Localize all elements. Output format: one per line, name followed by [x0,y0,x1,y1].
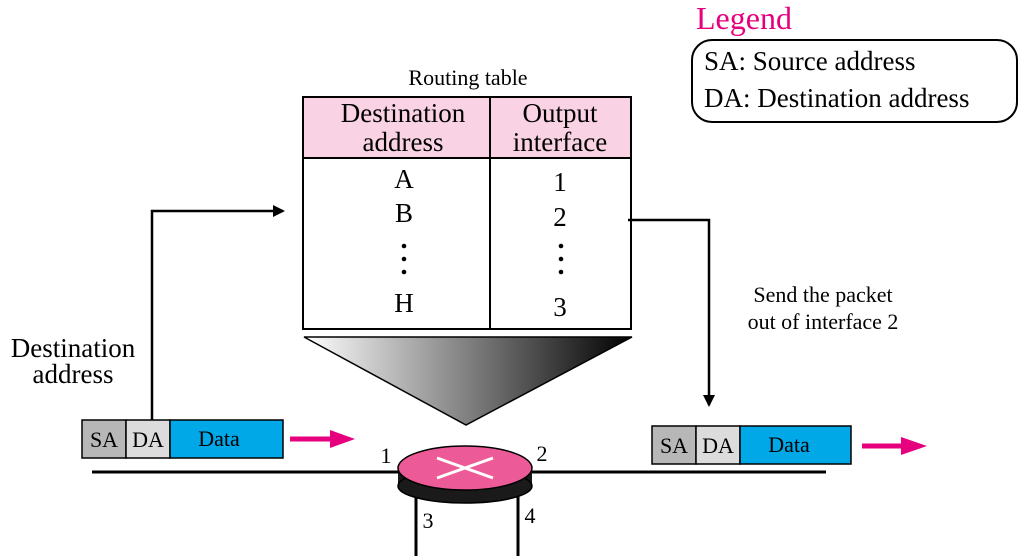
routing-table-caption: Routing table [408,65,527,90]
port-1-label: 1 [381,443,392,468]
port-2-label: 2 [537,441,548,466]
outgoing-data-label: Data [768,432,810,457]
lookup-funnel [303,336,633,426]
row-h-dest: H [394,288,414,318]
send-label-line2: out of interface 2 [748,309,899,334]
legend-da: DA: Destination address [704,83,969,113]
outgoing-direction-arrow [862,437,927,455]
destination-label-line2: address [33,359,114,389]
router [397,445,533,504]
outgoing-sa-field [651,425,697,465]
dest-header-line2: address [363,127,444,157]
legend-sa: SA: Source address [704,46,915,76]
outgoing-sa-label: SA [660,433,688,458]
incoming-da-label: DA [132,427,164,452]
table-header-fill [303,97,631,158]
incoming-direction-arrow [290,430,355,448]
port-4-label: 4 [525,503,536,528]
legend-box [691,39,1018,123]
row-h-out: 3 [553,292,567,322]
send-label-line1: Send the packet [753,282,892,307]
incoming-data-label: Data [198,426,240,451]
incoming-sa-field [81,419,127,459]
out-header-line1: Output [522,98,598,128]
legend-title: Legend [696,0,792,36]
table-border [302,96,632,330]
row-b-out: 2 [553,202,567,232]
outgoing-data-field [739,425,852,465]
row-a-out: 1 [553,167,567,197]
incoming-data-field [169,419,284,459]
outgoing-da-field [695,425,741,465]
outgoing-packet: SA DA Data [651,425,852,465]
lookup-arrow [150,205,285,425]
forward-arrow [628,218,715,407]
destination-label-line1: Destination [11,333,136,363]
row-b-dest: B [395,198,413,228]
incoming-packet: SA DA Data [81,419,284,459]
outgoing-da-label: DA [702,433,734,458]
dest-ellipsis [401,243,407,275]
dest-header-line1: Destination [341,98,466,128]
out-ellipsis [558,243,564,275]
out-header-line2: interface [513,127,607,157]
port-3-label: 3 [423,508,434,533]
routing-table: Destination address Output interface A 1… [302,96,632,330]
incoming-sa-label: SA [90,427,118,452]
row-a-dest: A [394,164,414,194]
router-cross-icon [436,456,494,480]
